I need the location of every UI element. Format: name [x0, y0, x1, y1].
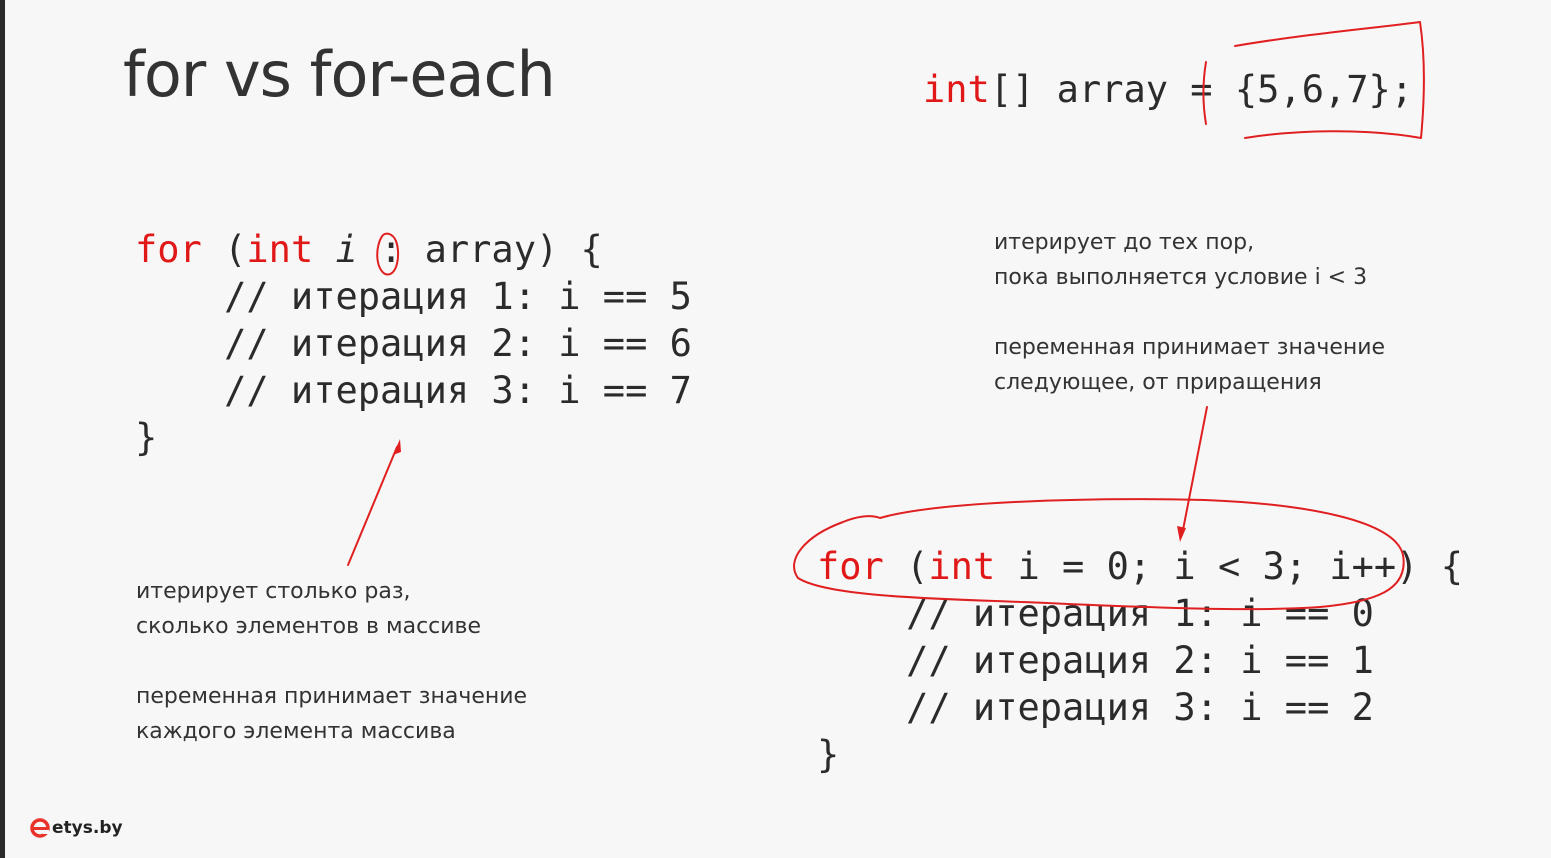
closing-brace: }	[817, 733, 840, 776]
for-keyword: for	[817, 545, 884, 588]
note-line: сколько элементов в массиве	[136, 614, 482, 639]
arrow-line-left	[347, 446, 398, 566]
note-line: итерирует столько раз,	[136, 579, 411, 604]
code-comment-line: // итерация 2: i == 6	[135, 322, 692, 365]
for-header-line: for (int i = 0; i < 3; i++) {	[817, 543, 1463, 590]
note-line: следующее, от приращения	[994, 370, 1322, 395]
for-iteration-note: итерирует до тех пор, пока выполняется у…	[994, 225, 1367, 295]
code-comment-line: // итерация 1: i == 0	[817, 592, 1374, 635]
slide: for vs for-each int[] array = {5,6,7}; f…	[5, 0, 1551, 858]
logo-text: etys.by	[52, 818, 123, 838]
note-line: каждого элемента массива	[136, 719, 456, 744]
logo-e-icon	[30, 818, 50, 838]
arrow-head-right	[1177, 526, 1186, 542]
int-keyword: int	[923, 68, 990, 111]
note-line: переменная принимает значение	[994, 335, 1386, 360]
arrow-line-right	[1181, 406, 1208, 536]
loop-variable: i	[335, 228, 358, 271]
code-comment-line: // итерация 1: i == 5	[135, 275, 692, 318]
for-code-block: for (int i = 0; i < 3; i++) { // итераци…	[817, 543, 1463, 778]
foreach-code-block: for (int i : array) { // итерация 1: i =…	[135, 226, 692, 461]
note-line: итерирует до тех пор,	[994, 230, 1255, 255]
for-keyword: for	[135, 228, 202, 271]
etys-logo: etys.by	[30, 818, 123, 838]
code-comment-line: // итерация 3: i == 7	[135, 369, 692, 412]
code-comment-line: // итерация 3: i == 2	[817, 686, 1374, 729]
space	[313, 228, 335, 271]
foreach-iteration-note: итерирует столько раз, сколько элементов…	[136, 574, 481, 644]
for-header-rest: i = 0; i < 3; i++) {	[995, 545, 1464, 588]
foreach-header-line: for (int i : array) {	[135, 226, 692, 273]
paren-open: (	[883, 545, 929, 588]
foreach-header-rest: : array) {	[357, 228, 603, 271]
int-keyword: int	[246, 228, 314, 271]
int-keyword: int	[928, 545, 996, 588]
declaration-rest: [] array = {5,6,7};	[989, 68, 1414, 111]
slide-title: for vs for-each	[123, 38, 556, 111]
closing-brace: }	[135, 416, 158, 459]
foreach-variable-note: переменная принимает значение каждого эл…	[136, 679, 527, 749]
code-comment-line: // итерация 2: i == 1	[817, 639, 1374, 682]
for-variable-note: переменная принимает значение следующее,…	[994, 330, 1385, 400]
paren-open: (	[201, 228, 247, 271]
note-line: переменная принимает значение	[136, 684, 528, 709]
note-line: пока выполняется условие i < 3	[994, 265, 1368, 290]
array-declaration: int[] array = {5,6,7};	[923, 68, 1413, 112]
